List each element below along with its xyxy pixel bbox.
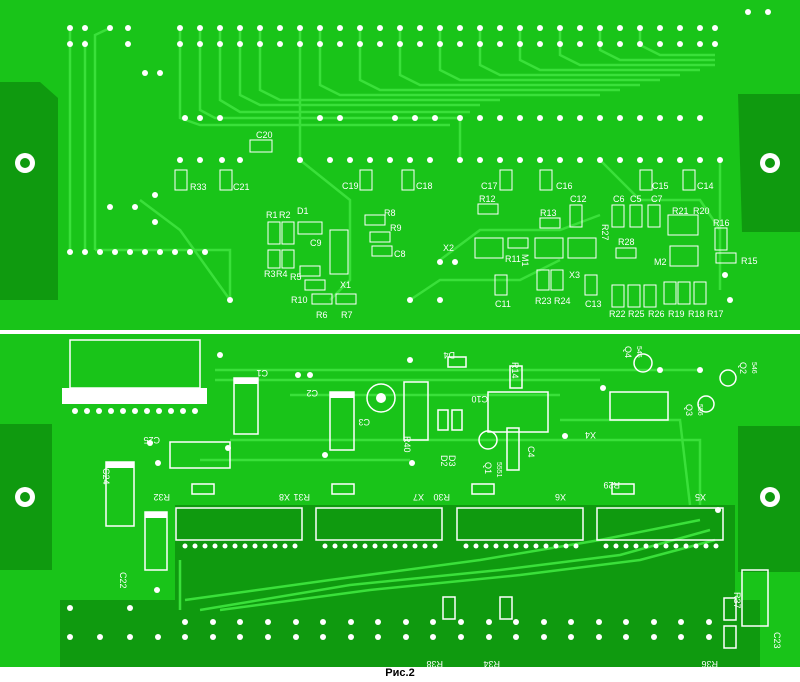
top-label-r25: R25 bbox=[628, 309, 645, 319]
top-label-x3: X3 bbox=[569, 270, 580, 280]
top-label-r10: R10 bbox=[291, 295, 308, 305]
top-label-x2: X2 bbox=[443, 243, 454, 253]
bottom-label-r32: R32 bbox=[153, 492, 170, 502]
bottom-sublabel-q1: 5551 bbox=[495, 462, 502, 478]
top-label-x1: X1 bbox=[340, 280, 351, 290]
top-label-r27: R27 bbox=[600, 224, 610, 241]
top-label-c18: C18 bbox=[416, 181, 433, 191]
bottom-label-x5: X5 bbox=[695, 492, 706, 502]
top-label-r26: R26 bbox=[648, 309, 665, 319]
bottom-label-r36: R36 bbox=[701, 659, 718, 669]
top-label-c15: C15 bbox=[652, 181, 669, 191]
top-label-r19: R19 bbox=[668, 309, 685, 319]
bottom-label-c1: C1 bbox=[256, 368, 268, 378]
bottom-label-d2: D2 bbox=[439, 455, 449, 467]
bottom-sublabel-q3: 556 bbox=[696, 404, 703, 416]
top-label-r28: R28 bbox=[618, 237, 635, 247]
bottom-label-r34: R34 bbox=[483, 659, 500, 669]
top-label-r17: R17 bbox=[707, 309, 724, 319]
bottom-label-r29: R29 bbox=[603, 480, 620, 490]
top-label-c9: C9 bbox=[310, 238, 322, 248]
top-label-r15: R15 bbox=[741, 256, 758, 266]
top-label-r16: R16 bbox=[713, 218, 730, 228]
top-label-r21: R21 bbox=[672, 206, 689, 216]
top-label-d1: D1 bbox=[297, 206, 309, 216]
bottom-label-x4: X4 bbox=[585, 430, 596, 440]
top-label-c8: C8 bbox=[394, 249, 406, 259]
bottom-label-x7: X7 bbox=[413, 492, 424, 502]
top-label-r11: R11 bbox=[505, 254, 521, 264]
bottom-label-c10: C10 bbox=[471, 394, 488, 404]
top-label-c11: C11 bbox=[495, 299, 511, 309]
bottom-sublabel-q2: 546 bbox=[750, 362, 757, 374]
figure-caption: Рис.2 bbox=[385, 667, 415, 679]
top-label-r8: R8 bbox=[384, 208, 396, 218]
top-label-c5: C5 bbox=[630, 194, 642, 204]
top-label-r23: R23 bbox=[535, 296, 552, 306]
top-label-m1: M1 bbox=[520, 254, 530, 267]
bottom-label-x8: X8 bbox=[279, 492, 290, 502]
top-label-c21: C21 bbox=[233, 182, 250, 192]
top-label-c19: C19 bbox=[342, 181, 359, 191]
top-label-r33: R33 bbox=[190, 182, 207, 192]
bottom-label-r37: R37 bbox=[732, 592, 742, 609]
bottom-label-c23: C23 bbox=[772, 632, 782, 649]
top-label-m2: M2 bbox=[654, 257, 667, 267]
top-label-r6: R6 bbox=[316, 310, 328, 320]
bottom-label-c25: C25 bbox=[143, 435, 160, 445]
bottom-label-r38: R38 bbox=[426, 659, 443, 669]
bottom-label-q4: Q4 bbox=[623, 346, 633, 358]
bottom-label-r40: R40 bbox=[402, 436, 412, 453]
top-label-r2: R2 bbox=[279, 210, 291, 220]
bottom-pcb: D4R14Q4546Q2546C1C2C3R40C10Q3556X4C25D2D… bbox=[0, 334, 800, 669]
bottom-label-c4: C4 bbox=[526, 446, 536, 458]
top-label-c17: C17 bbox=[481, 181, 498, 191]
bottom-label-x6: X6 bbox=[555, 492, 566, 502]
top-label-c14: C14 bbox=[697, 181, 714, 191]
bottom-sublabel-q4: 546 bbox=[635, 346, 642, 358]
top-label-c16: C16 bbox=[556, 181, 573, 191]
top-label-r3: R3 bbox=[264, 269, 276, 279]
bottom-label-r14: R14 bbox=[510, 362, 520, 379]
bottom-label-q3: Q3 bbox=[684, 404, 694, 416]
top-label-c6: C6 bbox=[613, 194, 625, 204]
bottom-label-q1: Q1 bbox=[483, 462, 493, 474]
top-label-r12: R12 bbox=[479, 194, 496, 204]
top-pcb: C20R33C21C19C18C17C16C15C14R1R2D1C9R8R9C… bbox=[0, 0, 800, 333]
top-label-r9: R9 bbox=[390, 223, 402, 233]
top-label-r13: R13 bbox=[540, 208, 557, 218]
top-label-c7: C7 bbox=[651, 194, 663, 204]
top-label-r20: R20 bbox=[693, 206, 710, 216]
bottom-label-c24: C24 bbox=[101, 468, 111, 485]
bottom-label-q2: Q2 bbox=[738, 362, 748, 374]
top-label-c12: C12 bbox=[570, 194, 587, 204]
top-label-r4: R4 bbox=[276, 269, 288, 279]
bottom-label-r30: R30 bbox=[433, 492, 450, 502]
bottom-label-d4: D4 bbox=[443, 350, 455, 360]
bottom-label-c3: C3 bbox=[358, 417, 370, 427]
top-label-c20: C20 bbox=[256, 130, 273, 140]
top-label-r24: R24 bbox=[554, 296, 571, 306]
top-label-r22: R22 bbox=[609, 309, 626, 319]
bottom-label-r31: R31 bbox=[293, 492, 310, 502]
top-label-r18: R18 bbox=[688, 309, 705, 319]
bottom-label-c2: C2 bbox=[306, 388, 318, 398]
bottom-label-c22: C22 bbox=[118, 572, 128, 589]
top-label-r5: R5 bbox=[290, 272, 302, 282]
bottom-label-d3: D3 bbox=[447, 455, 457, 467]
top-label-r1: R1 bbox=[266, 210, 278, 220]
top-label-r7: R7 bbox=[341, 310, 353, 320]
top-label-c13: C13 bbox=[585, 299, 602, 309]
